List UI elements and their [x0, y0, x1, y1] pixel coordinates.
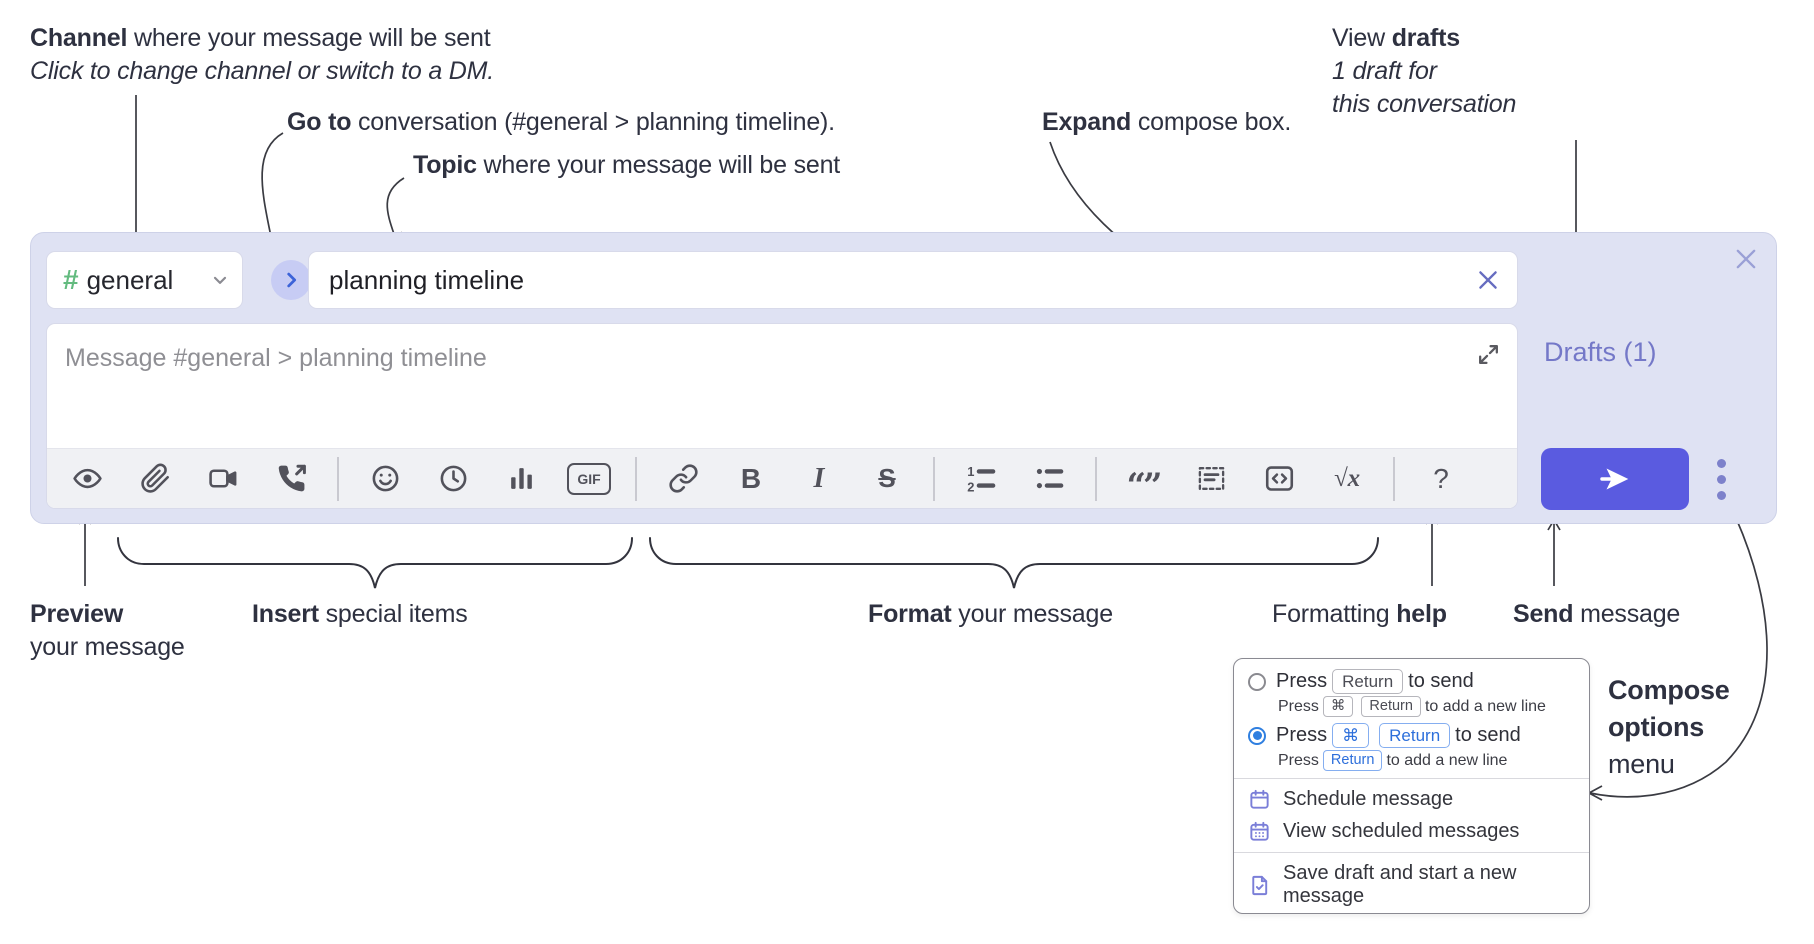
go-to-conversation-button[interactable] — [271, 260, 311, 300]
channel-note-bold: Channel — [30, 24, 128, 52]
compose-options-note: Compose options menu — [1608, 675, 1730, 779]
message-input[interactable]: Message #general > planning timeline GIF… — [46, 323, 1518, 509]
key-chip: Return — [1332, 669, 1404, 694]
quote-icon[interactable]: “” — [1126, 465, 1162, 506]
preview-note: Preview your message — [30, 600, 185, 661]
key-chip: Return — [1379, 723, 1451, 748]
menu-item-label: Schedule message — [1283, 788, 1454, 810]
channel-selector[interactable]: # general — [46, 251, 243, 309]
menu-divider — [1234, 778, 1589, 779]
time-icon[interactable] — [431, 457, 475, 501]
formatting-help-arrow — [1425, 512, 1439, 586]
help-icon[interactable]: ? — [1433, 462, 1449, 494]
calendar-scheduled-icon — [1248, 820, 1271, 843]
view-drafts-note: View drafts 1 draft for this conversatio… — [1332, 24, 1517, 118]
clear-topic-icon[interactable] — [1475, 267, 1501, 293]
strikethrough-icon[interactable]: S — [878, 463, 896, 493]
channel-note-rest: where your message will be sent — [127, 24, 491, 52]
drafts-link[interactable]: Drafts (1) — [1544, 337, 1657, 367]
video-call-icon[interactable] — [201, 457, 245, 501]
format-note: Format your message — [868, 600, 1113, 628]
gif-icon[interactable]: GIF — [567, 457, 611, 501]
menu-item-schedule-message[interactable]: Schedule message — [1248, 788, 1575, 811]
voice-call-icon[interactable] — [269, 457, 313, 501]
chevron-right-icon — [287, 272, 297, 288]
insert-note: Insert special items — [252, 600, 468, 628]
key-chip: Return — [1361, 696, 1421, 717]
poll-icon[interactable] — [499, 457, 543, 501]
expand-note: Expand compose box. — [1042, 108, 1292, 136]
topic-value: planning timeline — [329, 264, 525, 295]
hash-icon: # — [63, 264, 79, 295]
topic-input[interactable]: planning timeline — [308, 251, 1518, 309]
preview-eye-icon[interactable] — [65, 457, 109, 501]
code-icon[interactable] — [1257, 457, 1301, 501]
format-brace — [649, 537, 1379, 589]
insert-brace — [117, 537, 633, 589]
send-note: Send message — [1513, 600, 1681, 628]
send-arrow — [1547, 518, 1561, 586]
channel-note-subtitle: Click to change channel or switch to a D… — [30, 57, 495, 85]
menu-item-save-draft-and-start-a-new-message[interactable]: Save draft and start a new message — [1248, 862, 1575, 908]
italic-icon[interactable]: I — [813, 462, 825, 494]
send-icon — [1600, 468, 1629, 490]
goto-arrow — [261, 132, 284, 247]
message-placeholder: Message #general > planning timeline — [65, 344, 487, 372]
math-icon[interactable]: √x — [1333, 464, 1361, 492]
toolbar-divider — [933, 456, 935, 501]
close-compose-icon[interactable] — [1732, 245, 1760, 273]
save-draft-icon — [1248, 874, 1271, 897]
attach-file-icon[interactable] — [133, 457, 177, 501]
toolbar-divider — [1393, 456, 1395, 501]
compose-box: # general planning timeline Message #gen… — [30, 232, 1777, 524]
send-button[interactable] — [1541, 448, 1689, 510]
toolbar-divider — [1095, 456, 1097, 501]
radio-selected-icon[interactable] — [1248, 726, 1266, 745]
calendar-icon — [1248, 788, 1271, 811]
svg-text:2: 2 — [967, 479, 974, 494]
spoiler-icon[interactable] — [1189, 457, 1233, 501]
key-chip: ⌘ — [1322, 696, 1354, 717]
menu-item-view-scheduled-messages[interactable]: View scheduled messages — [1248, 820, 1575, 843]
expand-compose-icon[interactable] — [1476, 342, 1501, 367]
formatting-help-note: Formatting help — [1272, 600, 1447, 628]
svg-text:1: 1 — [967, 464, 974, 479]
bulleted-list-icon[interactable] — [1027, 457, 1071, 501]
compose-options-menu-button[interactable] — [1717, 459, 1726, 500]
key-chip: ⌘ — [1332, 723, 1370, 748]
bold-icon[interactable]: B — [740, 462, 762, 494]
menu-item-label: View scheduled messages — [1283, 820, 1520, 842]
toolbar-divider — [337, 456, 339, 501]
toolbar-divider — [635, 456, 637, 501]
link-icon[interactable] — [661, 457, 705, 501]
channel-name: general — [86, 264, 174, 295]
topic-note: Topic where your message will be sent — [413, 151, 841, 179]
chevron-down-icon — [210, 270, 230, 290]
channel-arrow — [129, 95, 143, 248]
preview-arrow — [78, 512, 92, 586]
goto-note: Go to conversation (#general > planning … — [287, 108, 835, 136]
channel-note: Channel where your message will be sent … — [30, 22, 494, 88]
radio-unselected-icon[interactable] — [1248, 672, 1266, 691]
menu-divider — [1234, 852, 1589, 853]
emoji-icon[interactable] — [363, 457, 407, 501]
menu-item-label: Save draft and start a new message — [1283, 862, 1517, 907]
key-chip: Return — [1322, 750, 1383, 771]
